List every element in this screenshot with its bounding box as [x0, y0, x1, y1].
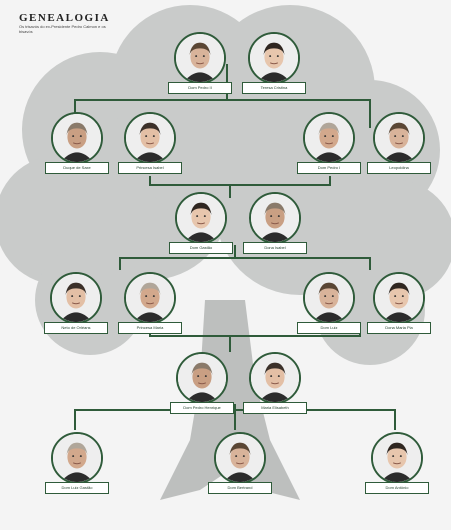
- person-node[interactable]: Neto de Orléans: [44, 272, 108, 346]
- portrait-icon: [175, 192, 227, 244]
- person-name-label: Neto de Orléans: [44, 322, 108, 334]
- person-node[interactable]: Dom Pedro I: [297, 112, 361, 186]
- portrait-icon: [303, 112, 355, 164]
- person-name-label: Teresa Cristina: [242, 82, 306, 94]
- person-name-label: Princesa Maria: [118, 322, 182, 334]
- portrait-icon: [124, 272, 176, 324]
- person-name-label: Leopoldina: [367, 162, 431, 174]
- person-name-label: Dom Luiz Gastão: [45, 482, 109, 494]
- portrait-icon: [371, 432, 423, 484]
- portrait-icon: [248, 32, 300, 84]
- person-node[interactable]: Dona Maria Pia: [367, 272, 431, 346]
- person-node[interactable]: Teresa Cristina: [242, 32, 306, 106]
- person-node[interactable]: Dom Pedro Henrique: [170, 352, 234, 426]
- person-name-label: Dom Bertrand: [208, 482, 272, 494]
- person-name-label: Dona Isabel: [243, 242, 307, 254]
- person-node[interactable]: Dona Isabel: [243, 192, 307, 266]
- person-name-label: Dom Pedro Henrique: [170, 402, 234, 414]
- person-name-label: Dom Pedro II: [168, 82, 232, 94]
- person-name-label: Duque de Saxe: [45, 162, 109, 174]
- portrait-icon: [51, 112, 103, 164]
- person-node[interactable]: Dom Luiz Gastão: [45, 432, 109, 506]
- page-subtitle: Os trisavós do ex-Presidente Pedro Calmo…: [19, 24, 106, 34]
- portrait-icon: [214, 432, 266, 484]
- portrait-icon: [176, 352, 228, 404]
- person-name-label: Princesa Isabel: [118, 162, 182, 174]
- person-node[interactable]: Princesa Isabel: [118, 112, 182, 186]
- person-node[interactable]: Dom Bertrand: [208, 432, 272, 506]
- person-name-label: Maria Elisabeth: [243, 402, 307, 414]
- person-name-label: Dom Luiz: [297, 322, 361, 334]
- person-name-label: Dom Pedro I: [297, 162, 361, 174]
- person-node[interactable]: Dom Luiz: [297, 272, 361, 346]
- person-node[interactable]: Maria Elisabeth: [243, 352, 307, 426]
- portrait-icon: [174, 32, 226, 84]
- person-node[interactable]: Princesa Maria: [118, 272, 182, 346]
- portrait-icon: [303, 272, 355, 324]
- portrait-icon: [50, 272, 102, 324]
- person-name-label: Dona Maria Pia: [367, 322, 431, 334]
- person-name-label: Dom Gastão: [169, 242, 233, 254]
- portrait-icon: [373, 272, 425, 324]
- person-node[interactable]: Dom Gastão: [169, 192, 233, 266]
- portrait-icon: [51, 432, 103, 484]
- page-title: GENEALOGIA: [19, 12, 110, 24]
- person-node[interactable]: Dom Antônio: [365, 432, 429, 506]
- portrait-icon: [373, 112, 425, 164]
- portrait-icon: [249, 352, 301, 404]
- portrait-icon: [124, 112, 176, 164]
- person-node[interactable]: Duque de Saxe: [45, 112, 109, 186]
- person-name-label: Dom Antônio: [365, 482, 429, 494]
- person-node[interactable]: Leopoldina: [367, 112, 431, 186]
- portrait-icon: [249, 192, 301, 244]
- person-node[interactable]: Dom Pedro II: [168, 32, 232, 106]
